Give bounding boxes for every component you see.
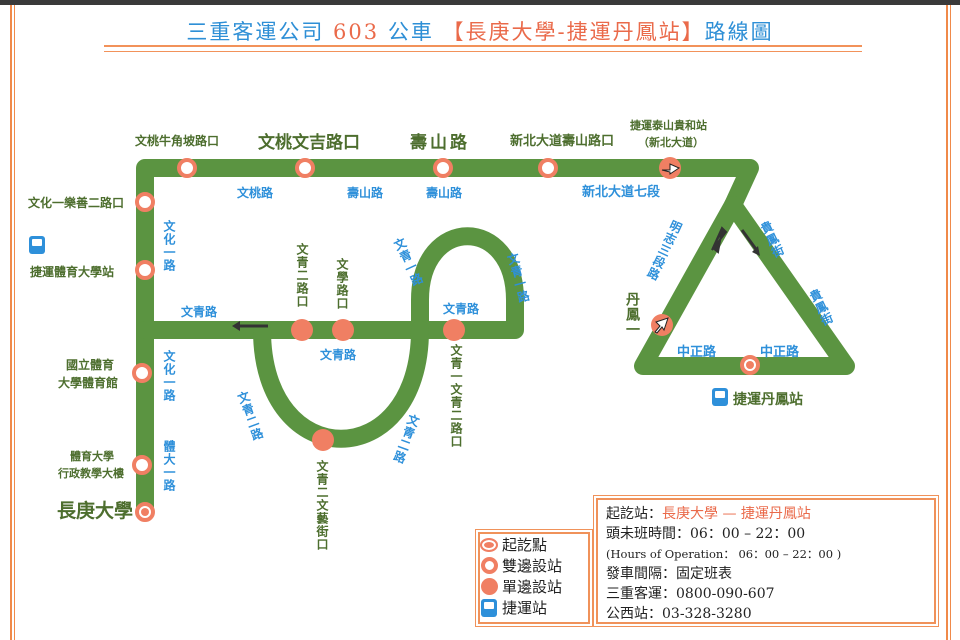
direction-arrows: [232, 226, 760, 331]
road-label: 文青路: [320, 348, 357, 362]
legend-metro: 捷運站: [480, 597, 588, 618]
phone-company: 三重客運：0800-090-607: [606, 586, 775, 602]
hollow-circle-icon: [480, 557, 498, 574]
road-label: 新北大道七段: [582, 185, 661, 200]
stop-marker-single: [443, 319, 465, 341]
stop-marker-single: [291, 319, 313, 341]
legend-both: 雙邊設站: [480, 555, 588, 576]
stop-label: 壽山路: [410, 133, 470, 153]
stop-label: 文桃牛角坡路口: [135, 134, 220, 148]
map-title: 三重客運公司 603 公車 【長庚大學-捷運丹鳳站】路線圖: [186, 20, 774, 44]
road-label: 壽山路: [426, 186, 463, 200]
right-arrow-icon: [661, 163, 681, 175]
stop-label: 丹鳳一: [624, 292, 640, 337]
road-label: 壽山路: [347, 186, 384, 200]
road-label: 文青路: [181, 305, 218, 319]
road-label: 中正路: [760, 345, 800, 360]
stop-label: 體育大學: [70, 450, 114, 463]
filled-circle-icon: [480, 578, 498, 595]
stop-label: 大學體育館: [58, 376, 119, 390]
stop-label: 行政教學大樓: [58, 467, 124, 480]
stop-label: 文桃文吉路口: [258, 133, 360, 153]
info-box: 起訖站：長庚大學 — 捷運丹鳳站 頭未班時間：06：00 – 22：00 (Ho…: [593, 495, 939, 627]
stop-marker-both: [135, 260, 155, 280]
stop-marker-both: [177, 158, 197, 178]
stop-label: 捷運體育大學站: [30, 265, 115, 279]
road-label: 文化一路: [162, 350, 176, 402]
stop-label: 文青二文藝街口: [315, 460, 329, 551]
page-border-right: [946, 5, 951, 640]
metro-icon: [712, 388, 728, 406]
road-label: 中正路: [677, 345, 717, 360]
legend: 起訖點 雙邊設站 單邊設站 捷運站: [475, 529, 593, 627]
legend-single: 單邊設站: [480, 576, 588, 597]
metro-icon: [29, 236, 45, 254]
terminal-icon: [480, 537, 498, 552]
hours-line: 頭未班時間：06：00 – 22：00: [606, 526, 806, 542]
route-line: [136, 159, 855, 521]
stop-label: 文化一樂善二路口: [28, 196, 125, 210]
stop-label: 文學路口: [335, 258, 349, 310]
stop-label: （新北大道）: [638, 136, 704, 149]
page-border-left: [10, 5, 15, 640]
stop-marker-both: [135, 192, 155, 212]
stop-marker-single: [332, 319, 354, 341]
road-label: 文化一路: [162, 220, 176, 272]
stop-marker-both: [132, 363, 152, 383]
stop-label: 文青二路口: [295, 243, 309, 308]
terminal-label: 捷運丹鳳站: [733, 392, 803, 408]
road-label: 文青路: [443, 302, 480, 316]
interval-line: 發車間隔：固定班表: [606, 566, 732, 582]
stop-marker-both: [433, 158, 453, 178]
terminal-label: 長庚大學: [57, 500, 134, 522]
title-underline: [104, 45, 862, 52]
stop-label: 新北大道壽山路口: [510, 134, 615, 149]
road-label: 體大一路: [162, 440, 176, 492]
phone-station: 公西站：03-328-3280: [606, 606, 752, 622]
stop-label: 國立體育: [66, 358, 115, 372]
terminals-line: 起訖站：長庚大學 — 捷運丹鳳站: [606, 506, 811, 522]
stop-label: 捷運泰山貴和站: [630, 119, 707, 132]
stop-marker-both: [538, 158, 558, 178]
up-right-arrow-icon: [654, 317, 669, 334]
legend-terminal: 起訖點: [480, 534, 588, 555]
stop-marker-both: [132, 455, 152, 475]
stop-label: 文青一文青二路口: [449, 344, 463, 448]
stop-markers: [132, 157, 760, 522]
road-label: 文桃路: [237, 186, 274, 200]
top-bar: [0, 0, 960, 5]
metro-icon: [481, 598, 497, 617]
stop-marker-single: [312, 429, 334, 451]
stop-marker-both: [295, 158, 315, 178]
hours-en-line: (Hours of Operation： 06：00 – 22：00 ): [606, 547, 842, 561]
